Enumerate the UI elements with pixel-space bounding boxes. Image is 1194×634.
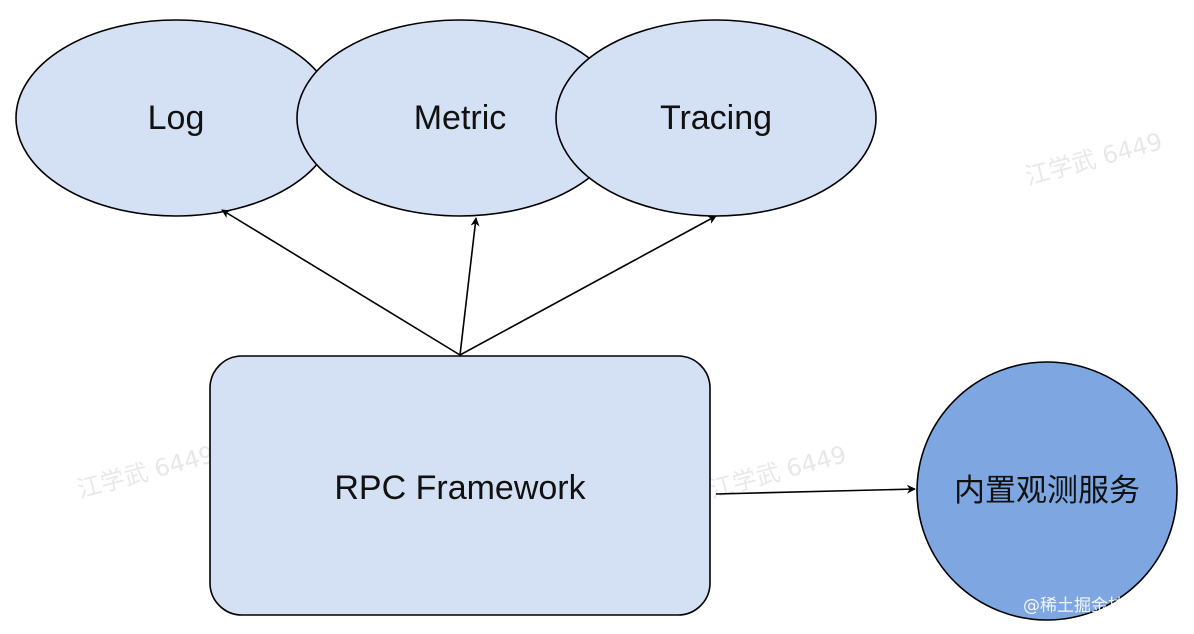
builtin-service-node: 内置观测服务 <box>916 361 1178 621</box>
tracing-node: Tracing <box>555 19 877 217</box>
rpc-framework-label: RPC Framework <box>334 469 586 507</box>
watermark-text: 江学武 6449 <box>1022 127 1165 190</box>
rpc-framework-node: RPC Framework <box>209 355 711 616</box>
rpc-framework-box <box>209 355 711 616</box>
metric-node: Metric <box>296 19 624 217</box>
log-label: Log <box>148 99 205 137</box>
tracing-label: Tracing <box>660 99 772 137</box>
builtin-service-label: 内置观测服务 <box>954 473 1140 509</box>
builtin-service-circle <box>916 361 1178 621</box>
log-node: Log <box>15 19 337 217</box>
metric-label: Metric <box>414 99 507 137</box>
arrows <box>221 209 916 495</box>
watermark-text: 江学武 6449 <box>74 440 217 503</box>
arrow-rpc-to-tracing <box>459 215 717 356</box>
arrow-rpc-to-builtin-service <box>715 484 916 495</box>
site-credit: @稀土掘金技术社区 <box>1023 596 1176 616</box>
arrow-rpc-to-log <box>221 209 461 356</box>
arrow-rpc-to-metric <box>459 217 480 356</box>
